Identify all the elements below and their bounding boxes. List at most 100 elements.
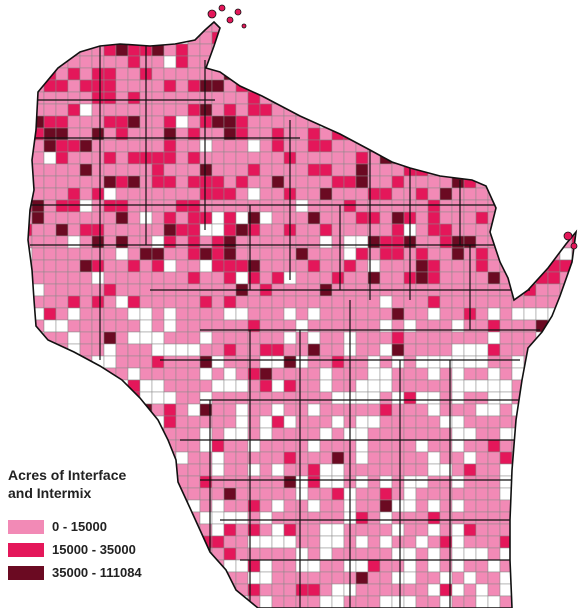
map-cell [55,67,69,81]
map-cell [331,391,345,405]
map-cell [187,211,201,225]
map-cell [295,583,309,597]
map-cell [295,307,309,321]
map-cell [367,571,381,585]
map-cell [391,595,405,608]
map-cell [187,475,201,489]
map-cell [439,103,453,117]
map-cell [559,163,573,177]
map-cell [115,319,129,333]
map-cell [367,487,381,501]
map-cell [127,451,141,465]
map-cell [535,415,549,429]
map-cell [439,247,453,261]
map-cell [319,499,333,513]
map-cell [187,571,201,585]
map-cell [115,151,129,165]
map-cell [271,295,285,309]
map-cell [547,343,561,357]
map-cell [175,103,189,117]
map-cell [571,283,576,297]
map-cell [28,379,33,393]
map-cell [259,115,273,129]
map-cell [127,391,141,405]
map-cell [487,31,501,45]
map-cell [67,583,81,597]
map-cell [55,151,69,165]
map-cell [223,367,237,381]
map-cell [31,151,45,165]
map-cell [367,523,381,537]
map-cell [28,163,33,177]
map-cell [427,127,441,141]
map-cell [307,583,321,597]
map-cell [307,547,321,561]
map-cell [535,571,549,585]
map-cell [175,403,189,417]
map-cell [331,115,345,129]
map-cell [331,427,345,441]
map-cell [367,115,381,129]
map-cell [55,451,69,465]
map-cell [199,331,213,345]
map-cell [223,391,237,405]
map-cell [463,439,477,453]
map-cell [511,151,525,165]
map-cell [559,139,573,153]
map-cell [295,247,309,261]
map-cell [31,223,45,237]
map-cell [571,379,576,393]
map-cell [367,559,381,573]
map-cell [547,475,561,489]
map-cell [391,43,405,57]
map-cell [175,271,189,285]
map-cell [439,199,453,213]
map-cell [283,547,297,561]
map-cell [28,79,33,93]
map-cell [487,379,501,393]
map-cell [115,247,129,261]
map-cell [343,22,357,33]
map-cell [67,91,81,105]
map-cell [331,403,345,417]
map-cell [67,151,81,165]
map-cell [511,355,525,369]
map-cell [355,595,369,608]
map-cell [511,259,525,273]
map-cell [163,355,177,369]
map-cell [67,259,81,273]
map-cell [499,343,513,357]
map-cell [355,175,369,189]
map-cell [451,151,465,165]
map-cell [415,259,429,273]
map-cell [547,487,561,501]
map-cell [511,163,525,177]
map-cell [331,103,345,117]
map-cell [259,391,273,405]
map-cell [163,31,177,45]
map-cell [415,427,429,441]
map-cell [523,115,537,129]
map-cell [403,547,417,561]
map-cell [355,547,369,561]
map-cell [547,79,561,93]
map-cell [55,43,69,57]
map-cell [199,583,213,597]
map-cell [271,499,285,513]
map-cell [487,403,501,417]
map-cell [415,391,429,405]
map-cell [415,355,429,369]
map-cell [439,115,453,129]
map-cell [403,91,417,105]
map-cell [127,211,141,225]
map-cell [271,223,285,237]
map-cell [547,235,561,249]
map-cell [91,307,105,321]
map-cell [319,223,333,237]
map-cell [451,499,465,513]
map-cell [271,415,285,429]
map-cell [403,595,417,608]
map-cell [343,79,357,93]
map-cell [211,259,225,273]
map-cell [151,199,165,213]
